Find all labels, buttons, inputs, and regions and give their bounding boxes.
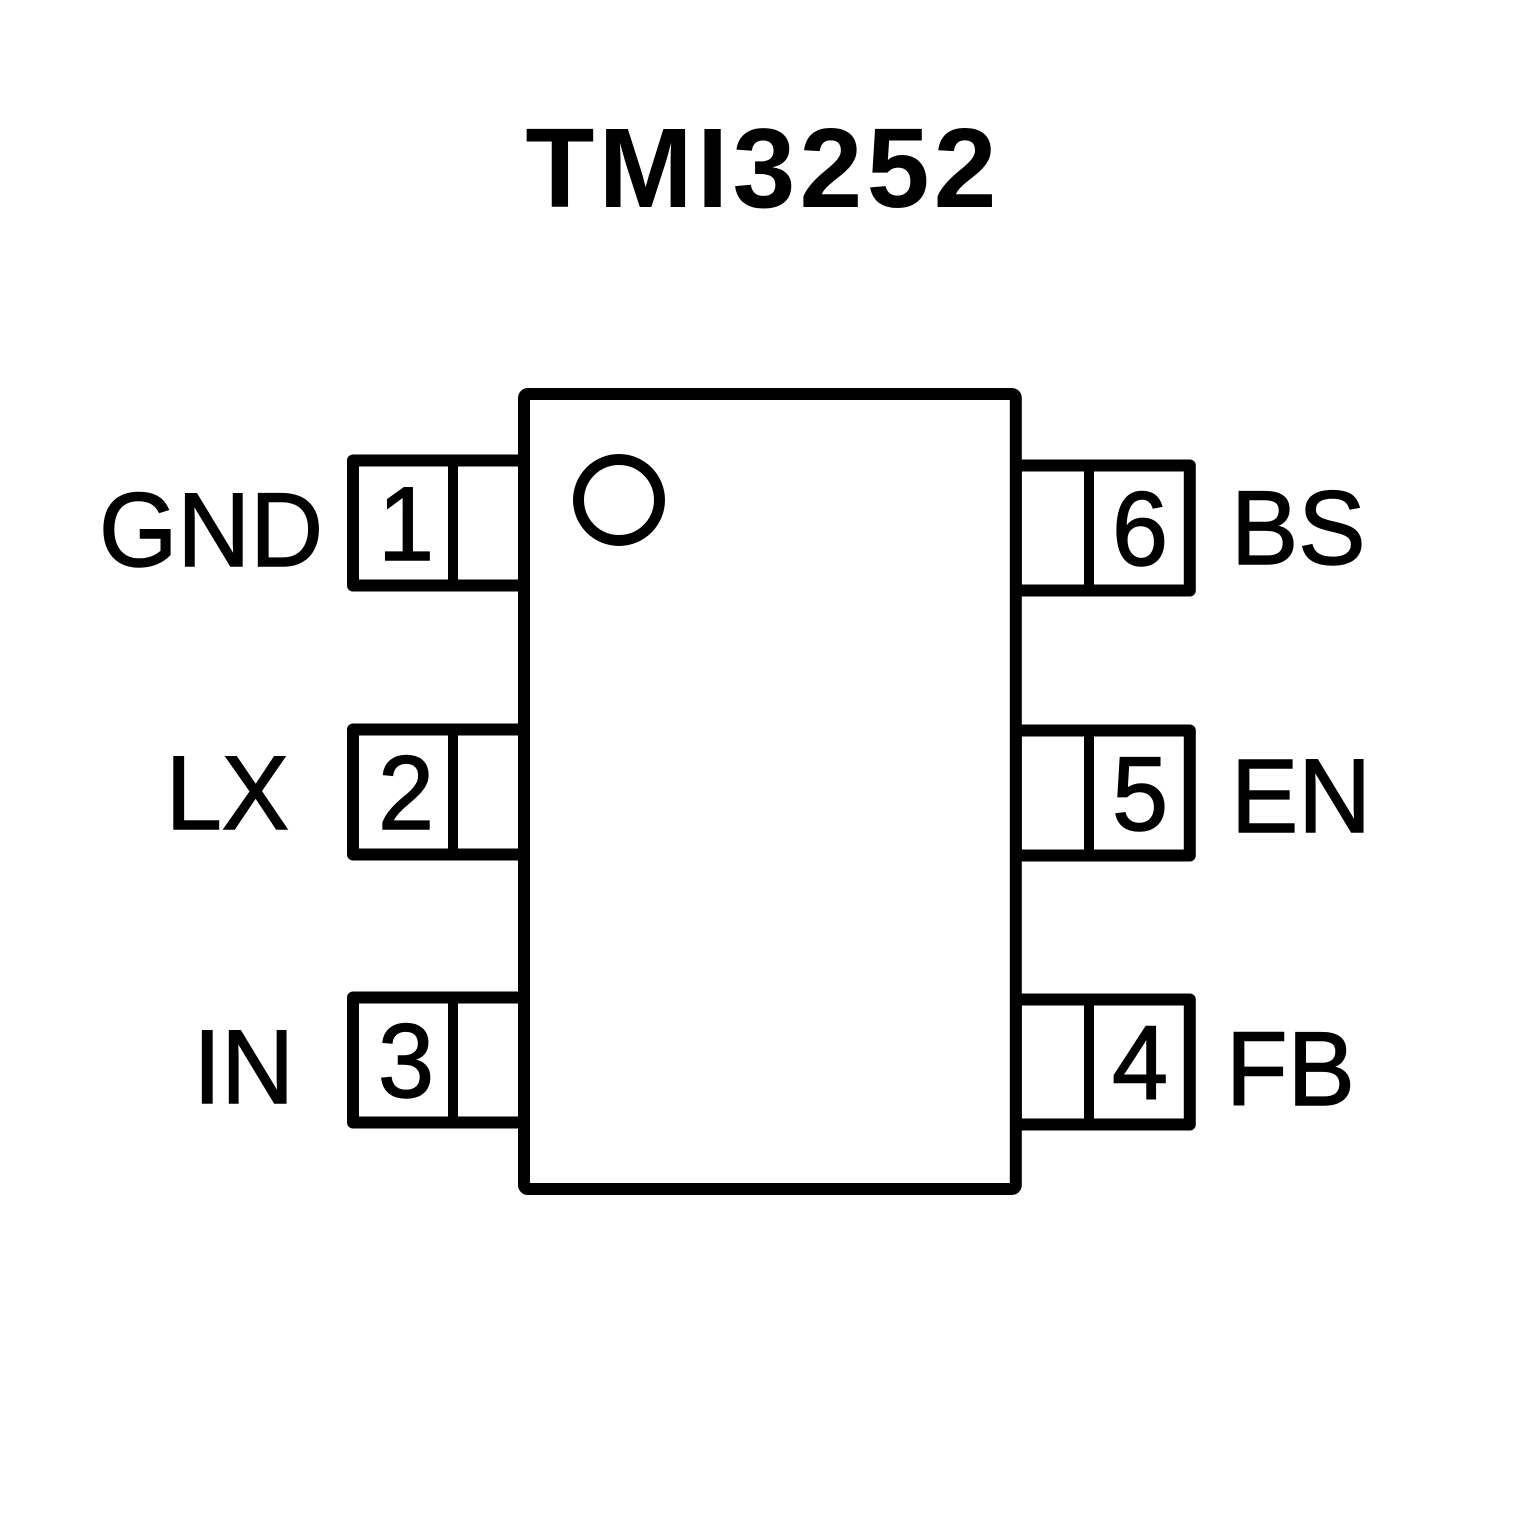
pin-4-label: FB <box>1226 1010 1355 1127</box>
pin-2-label: LX <box>166 734 289 851</box>
pin-6-label: BS <box>1231 469 1365 586</box>
pin-6-number: 6 <box>1112 470 1168 587</box>
pin-5-label: EN <box>1231 737 1371 854</box>
pin-2: 2 <box>347 723 530 861</box>
pin-2-number: 2 <box>378 734 434 851</box>
pin-1: 1 <box>347 454 530 592</box>
pin-4-number: 4 <box>1112 1004 1168 1121</box>
pin-5-number: 5 <box>1112 735 1168 852</box>
pin-5: 5 <box>1009 724 1196 862</box>
pin-3-label: IN <box>193 1008 294 1125</box>
pin-4: 4 <box>1009 993 1196 1131</box>
part-number-title: TMI3252 <box>525 105 1000 231</box>
pin-3-number: 3 <box>378 1002 434 1119</box>
pin-6: 6 <box>1009 459 1196 597</box>
pin1-indicator-dot <box>573 454 665 546</box>
pin-3: 3 <box>347 991 530 1129</box>
pin-1-number: 1 <box>378 465 434 582</box>
pin-1-label: GND <box>99 471 323 588</box>
ic-body <box>518 388 1022 1195</box>
